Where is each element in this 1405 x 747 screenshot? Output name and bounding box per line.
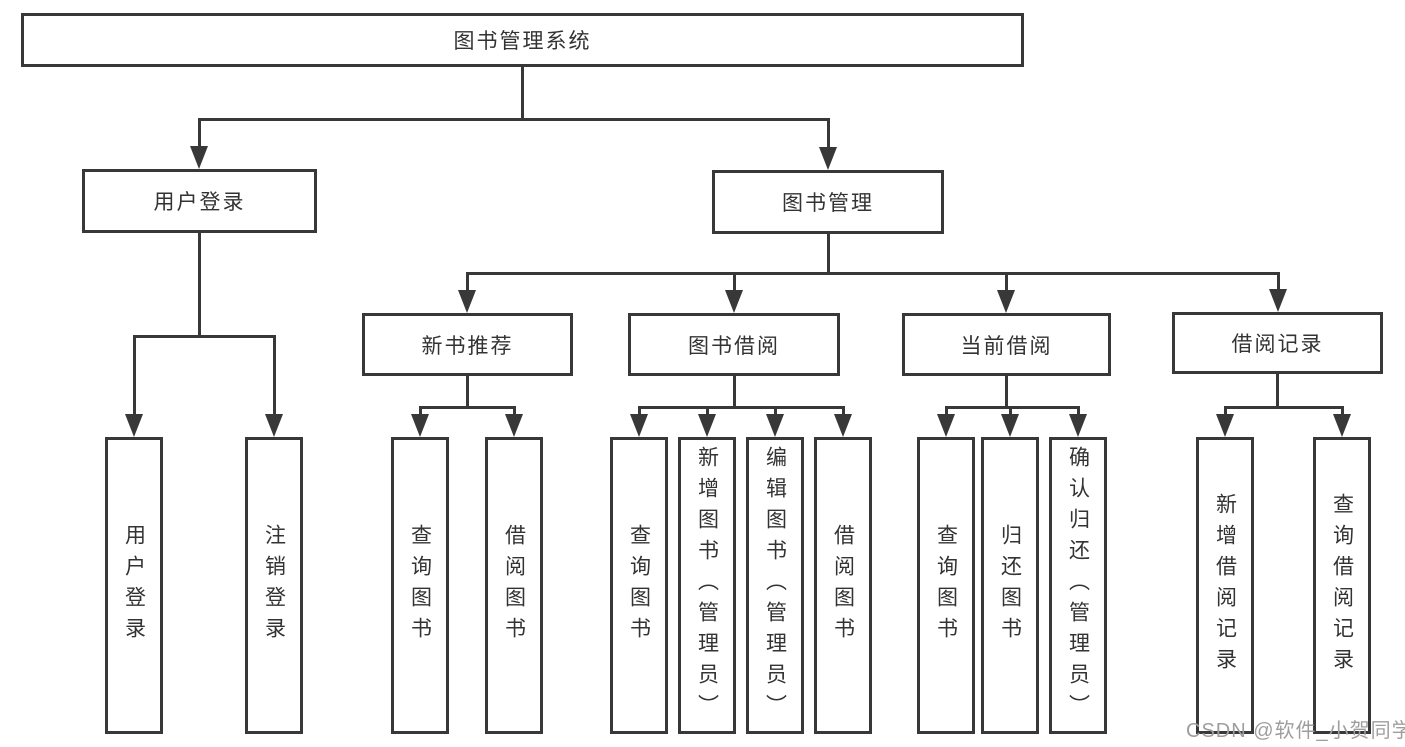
arrow-down-icon: [766, 414, 784, 437]
connector-line: [198, 118, 830, 121]
arrow-down-icon: [411, 414, 429, 437]
leaf-user-login: 用户登录: [105, 437, 163, 734]
connector-line: [133, 335, 136, 417]
connector-line: [638, 406, 641, 418]
leaf-label: 查询图书: [408, 523, 432, 648]
arrow-down-icon: [458, 290, 476, 313]
connector-line: [133, 335, 276, 338]
connector-line: [419, 406, 516, 409]
connector-line: [1009, 406, 1012, 418]
connector-line: [1005, 376, 1008, 409]
leaf-confirm-return-admin: 确认归还（管理员）: [1049, 437, 1107, 734]
watermark: CSDN @软件_小贺同学: [1186, 720, 1405, 742]
connector-line: [198, 118, 201, 150]
leaf-label: 查询图书: [627, 523, 651, 648]
connector-line: [198, 233, 201, 338]
connector-line: [1276, 374, 1279, 409]
leaf-label: 编辑图书（管理员）: [763, 446, 787, 725]
leaf-label: 注销登录: [262, 523, 286, 648]
connector-line: [1005, 272, 1008, 293]
leaf-label: 用户登录: [122, 523, 146, 648]
leaf-label: 确认归还（管理员）: [1066, 446, 1090, 725]
leaf-label: 查询图书: [934, 523, 958, 648]
connector-line: [638, 406, 845, 409]
connector-line: [1224, 406, 1344, 409]
leaf-label: 新增图书（管理员）: [695, 446, 719, 725]
arrow-down-icon: [505, 414, 523, 437]
arrow-down-icon: [698, 414, 716, 437]
node-new-book-recommendation: 新书推荐: [362, 313, 573, 376]
leaf-query-books-current: 查询图书: [917, 437, 975, 734]
leaf-label: 归还图书: [998, 523, 1022, 648]
arrow-down-icon: [1333, 414, 1351, 437]
leaf-borrow-books-recommend: 借阅图书: [485, 437, 543, 734]
arrow-down-icon: [725, 290, 743, 313]
connector-line: [827, 118, 830, 150]
arrow-down-icon: [265, 414, 283, 437]
connector-line: [842, 406, 845, 418]
connector-line: [521, 67, 524, 121]
leaf-query-books-borrowing: 查询图书: [610, 437, 668, 734]
connector-line: [419, 406, 422, 418]
arrow-down-icon: [819, 147, 837, 170]
node-borrowing-records: 借阅记录: [1172, 312, 1383, 374]
connector-line: [733, 272, 736, 293]
connector-line: [1341, 406, 1344, 418]
arrow-down-icon: [997, 290, 1015, 313]
arrow-down-icon: [125, 414, 143, 437]
leaf-query-borrow-record: 查询借阅记录: [1313, 437, 1371, 734]
leaf-borrow-books-borrowing: 借阅图书: [814, 437, 872, 734]
leaf-label: 查询借阅记录: [1330, 492, 1354, 679]
leaf-label: 新增借阅记录: [1213, 492, 1237, 679]
connector-line: [945, 406, 948, 418]
connector-line: [733, 376, 736, 409]
arrow-down-icon: [1001, 414, 1019, 437]
connector-line: [1277, 272, 1280, 292]
connector-line: [1077, 406, 1080, 418]
arrow-down-icon: [1269, 289, 1287, 312]
leaf-label: 借阅图书: [831, 523, 855, 648]
connector-line: [466, 376, 469, 409]
leaf-return-books: 归还图书: [981, 437, 1039, 734]
arrow-down-icon: [1069, 414, 1087, 437]
arrow-down-icon: [937, 414, 955, 437]
node-current-borrowing: 当前借阅: [902, 313, 1111, 376]
connector-line: [774, 406, 777, 418]
connector-line: [706, 406, 709, 418]
connector-line: [513, 406, 516, 418]
leaf-label: 借阅图书: [502, 523, 526, 648]
leaf-add-books-admin: 新增图书（管理员）: [678, 437, 736, 734]
node-book-borrowing: 图书借阅: [628, 313, 840, 376]
node-book-management: 图书管理: [712, 170, 944, 234]
leaf-add-borrow-record: 新增借阅记录: [1196, 437, 1254, 734]
arrow-down-icon: [834, 414, 852, 437]
arrow-down-icon: [190, 146, 208, 169]
connector-line: [945, 406, 1080, 409]
connector-line: [466, 272, 469, 293]
connector-line: [827, 234, 830, 275]
arrow-down-icon: [1216, 414, 1234, 437]
node-user-login: 用户登录: [82, 169, 317, 233]
connector-line: [273, 335, 276, 417]
node-root: 图书管理系统: [21, 13, 1024, 67]
connector-line: [1224, 406, 1227, 418]
connector-line: [466, 272, 1280, 275]
leaf-edit-books-admin: 编辑图书（管理员）: [746, 437, 804, 734]
leaf-query-books-recommend: 查询图书: [391, 437, 449, 734]
arrow-down-icon: [630, 414, 648, 437]
leaf-logout: 注销登录: [245, 437, 303, 734]
